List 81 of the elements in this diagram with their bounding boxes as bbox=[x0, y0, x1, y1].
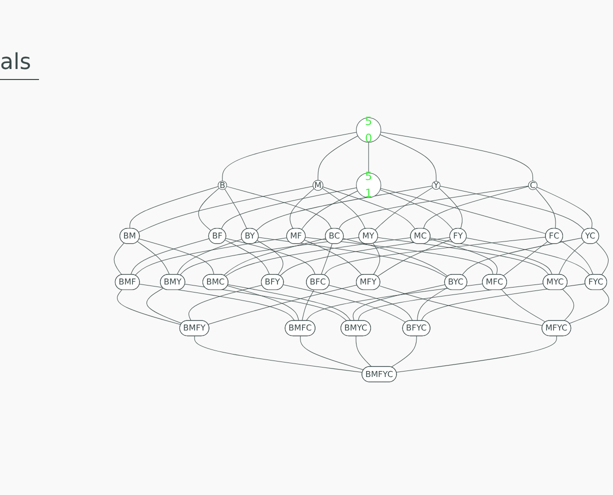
connector bbox=[561, 240, 594, 275]
connector bbox=[338, 186, 529, 230]
connector bbox=[430, 238, 552, 275]
connector bbox=[358, 284, 544, 321]
connector bbox=[198, 188, 220, 232]
connector bbox=[228, 284, 351, 321]
connector bbox=[396, 336, 557, 372]
connector bbox=[536, 186, 592, 229]
connector bbox=[176, 238, 242, 275]
node-circle: 5 0 bbox=[356, 117, 382, 143]
connector bbox=[377, 239, 451, 277]
connector bbox=[116, 290, 182, 325]
connector bbox=[379, 286, 543, 326]
connector bbox=[322, 186, 416, 230]
connector bbox=[328, 284, 413, 321]
connector bbox=[130, 238, 210, 275]
connector bbox=[138, 238, 214, 275]
connector bbox=[130, 186, 218, 229]
connector bbox=[535, 188, 556, 229]
connector bbox=[368, 142, 369, 174]
node-circle: C bbox=[528, 180, 538, 190]
node-circle: M bbox=[312, 180, 324, 191]
connector bbox=[225, 237, 412, 277]
connector bbox=[301, 190, 358, 230]
connector bbox=[352, 284, 446, 321]
connector bbox=[208, 284, 358, 325]
connector bbox=[318, 136, 358, 180]
connector bbox=[569, 289, 610, 324]
connector bbox=[380, 134, 436, 182]
connector bbox=[320, 244, 332, 275]
connector bbox=[138, 186, 314, 233]
connector bbox=[300, 336, 364, 370]
connector bbox=[180, 237, 360, 276]
connector bbox=[430, 238, 498, 275]
heading-text: als bbox=[0, 50, 40, 80]
connector bbox=[380, 188, 546, 234]
connector bbox=[562, 289, 574, 321]
connector bbox=[438, 188, 463, 229]
connector bbox=[221, 187, 357, 230]
connector bbox=[380, 132, 534, 182]
connector bbox=[417, 288, 448, 321]
connector bbox=[374, 187, 433, 230]
node-circle: B bbox=[218, 180, 227, 190]
node-circle: Y bbox=[432, 181, 440, 190]
connector bbox=[324, 236, 546, 276]
connector bbox=[391, 336, 417, 368]
connector bbox=[420, 284, 586, 321]
connector bbox=[226, 186, 332, 230]
connector bbox=[184, 284, 348, 322]
connector bbox=[501, 289, 546, 322]
connector bbox=[322, 188, 366, 229]
connector bbox=[558, 242, 585, 275]
connector bbox=[114, 242, 124, 275]
connector bbox=[380, 190, 454, 230]
connector bbox=[305, 237, 494, 275]
connector bbox=[423, 186, 529, 229]
connector bbox=[139, 284, 295, 321]
connector bbox=[372, 243, 380, 275]
connector bbox=[257, 240, 284, 276]
connector bbox=[283, 284, 406, 323]
connector bbox=[378, 237, 550, 276]
connector bbox=[343, 238, 448, 277]
connector bbox=[356, 336, 372, 368]
connector bbox=[224, 188, 248, 230]
node-circle: 5 1 bbox=[356, 172, 382, 198]
connector bbox=[224, 240, 270, 275]
connector bbox=[596, 242, 609, 276]
connector bbox=[146, 288, 182, 324]
connector bbox=[304, 240, 362, 276]
connector bbox=[440, 186, 585, 231]
connector bbox=[302, 290, 314, 321]
connector bbox=[194, 336, 363, 373]
connector bbox=[503, 241, 548, 276]
connector bbox=[134, 237, 288, 276]
connector bbox=[256, 186, 432, 231]
connector bbox=[290, 188, 314, 229]
connector bbox=[137, 241, 170, 275]
connector bbox=[222, 132, 357, 182]
connector bbox=[188, 284, 262, 321]
connector bbox=[227, 285, 299, 321]
connector bbox=[306, 284, 483, 321]
